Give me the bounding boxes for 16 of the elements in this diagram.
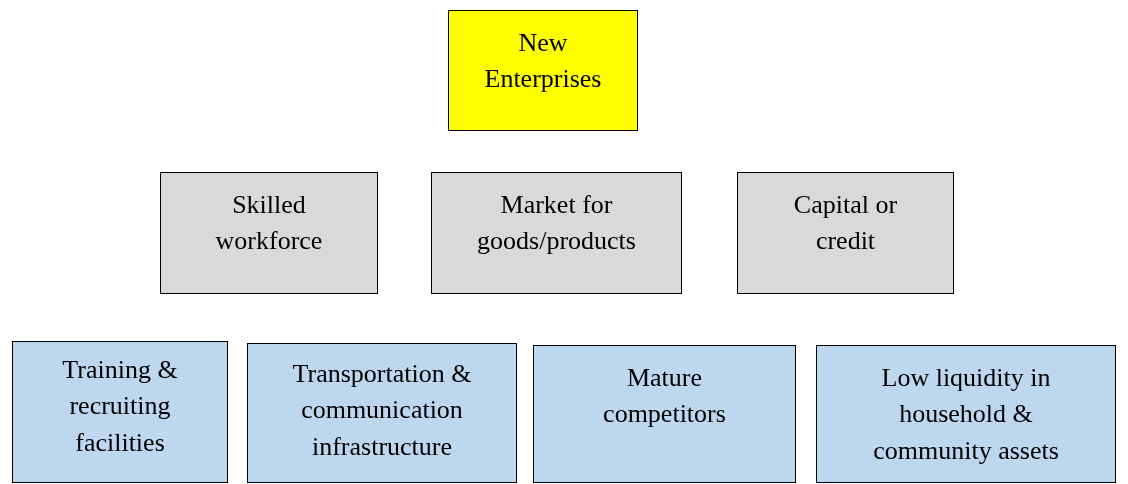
box-label: Skilled workforce	[214, 189, 324, 258]
box-label: Transportation & communication infrastructure	[291, 358, 473, 463]
box-label: Training & recruiting facilities	[61, 354, 179, 459]
box-label: Capital or credit	[792, 189, 899, 258]
barrier-box	[816, 345, 1116, 483]
requirement-box	[431, 172, 682, 294]
box-label: Mature competitors	[602, 362, 727, 431]
box-label: Market for goods/products	[476, 189, 637, 258]
requirement-box	[737, 172, 954, 294]
box-label: New Enterprises	[483, 27, 603, 96]
requirement-box	[160, 172, 378, 294]
box-label: Low liquidity in household & community assets	[872, 362, 1060, 467]
barrier-box	[533, 345, 796, 483]
barrier-box	[12, 341, 228, 483]
barrier-box	[247, 343, 517, 483]
goal-box	[448, 10, 638, 131]
